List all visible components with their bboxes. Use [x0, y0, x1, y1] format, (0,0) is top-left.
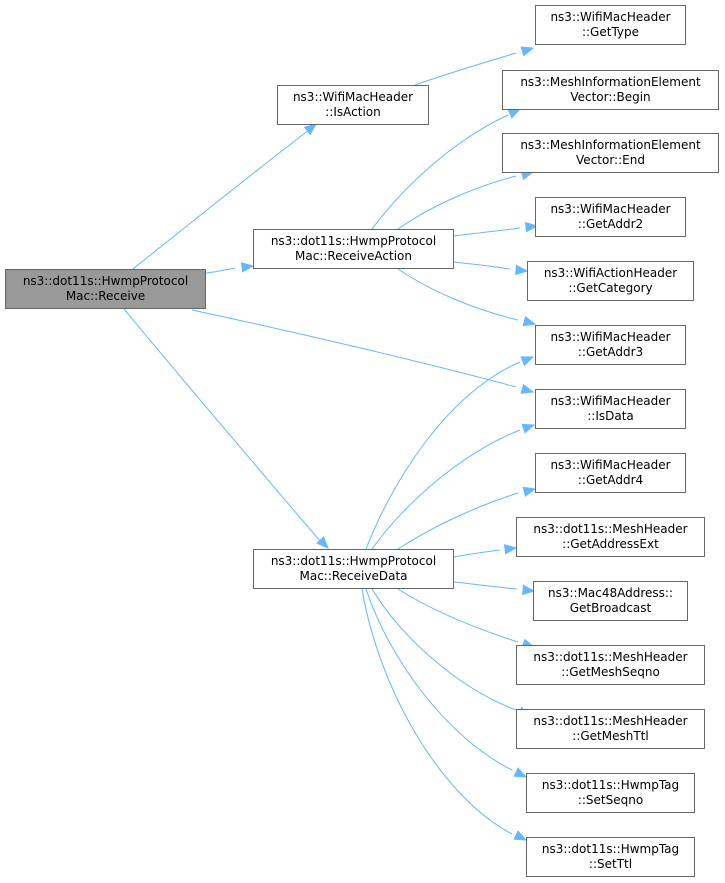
arrowhead	[316, 536, 329, 549]
node-end[interactable]: ns3::MeshInformationElement Vector::End	[502, 133, 719, 173]
edge-receiveaction-to-begin	[371, 108, 522, 230]
edge-receiveaction-to-getcategory	[453, 261, 529, 276]
node-setseqno-line1: ns3::dot11s::HwmpTag	[541, 778, 680, 792]
node-getcategory[interactable]: ns3::WifiActionHeader ::GetCategory	[527, 261, 694, 301]
node-getaddr2-line1: ns3::WifiMacHeader	[550, 202, 671, 216]
arrowhead	[503, 544, 518, 555]
edge-receivedata-to-getaddressext	[453, 544, 518, 558]
node-receivedata-line2: Mac::ReceiveData	[299, 569, 408, 583]
node-setttl[interactable]: ns3::dot11s::HwmpTag ::SetTtl	[526, 837, 695, 877]
node-getaddressext-line1: ns3::dot11s::MeshHeader	[533, 522, 688, 536]
node-setttl-line2: ::SetTtl	[588, 857, 633, 871]
arrowhead	[507, 108, 522, 119]
edge-receivedata-to-getmeshttl	[371, 588, 532, 717]
node-getaddr2-line2: ::GetAddr2	[577, 217, 644, 231]
arrowhead	[522, 316, 537, 327]
node-getaddr2[interactable]: ns3::WifiMacHeader ::GetAddr2	[535, 197, 686, 237]
node-receiveaction-line1: ns3::dot11s::HwmpProtocol	[270, 234, 437, 248]
edge-receivedata-to-setseqno	[365, 588, 528, 778]
edge-receiveaction-to-end	[397, 169, 535, 230]
node-getbroadcast-line2: GetBroadcast	[569, 601, 652, 615]
node-isdata[interactable]: ns3::WifiMacHeader ::IsData	[535, 389, 686, 429]
arrowhead	[520, 356, 535, 367]
arrowhead	[525, 221, 539, 233]
node-getaddr3[interactable]: ns3::WifiMacHeader ::GetAddr3	[535, 325, 686, 365]
node-isaction-line2: ::IsAction	[325, 105, 381, 119]
node-getaddressext[interactable]: ns3::dot11s::MeshHeader ::GetAddressExt	[516, 517, 705, 557]
edge-receivedata-to-getaddr4	[397, 486, 537, 550]
node-isdata-line1: ns3::WifiMacHeader	[550, 394, 671, 408]
arrowhead	[520, 46, 535, 57]
node-getaddr4[interactable]: ns3::WifiMacHeader ::GetAddr4	[535, 453, 686, 493]
node-gettype-line1: ns3::WifiMacHeader	[550, 10, 671, 24]
node-setttl-line1: ns3::dot11s::HwmpTag	[541, 842, 680, 856]
node-getbroadcast-line1: ns3::Mac48Address::	[547, 586, 674, 600]
node-end-line2: Vector::End	[576, 153, 645, 167]
edge-receive-to-isdata	[191, 309, 535, 394]
node-gettype[interactable]: ns3::WifiMacHeader ::GetType	[535, 5, 686, 45]
node-isdata-line2: ::IsData	[587, 409, 634, 423]
edge-isaction-to-gettype	[414, 46, 535, 86]
edge-receiveaction-to-getaddr3	[397, 268, 537, 327]
node-end-line1: ns3::MeshInformationElement	[520, 138, 701, 152]
node-getcategory-line2: ::GetCategory	[568, 281, 653, 295]
node-getaddr3-line1: ns3::WifiMacHeader	[550, 330, 671, 344]
edge-receivedata-to-isdata	[371, 423, 536, 550]
arrowhead	[522, 486, 537, 497]
node-setseqno-line2: ::SetSeqno	[577, 793, 644, 807]
node-gettype-line2: ::GetType	[581, 25, 640, 39]
node-getmeshttl-line1: ns3::dot11s::MeshHeader	[533, 714, 688, 728]
edge-receiveaction-to-getaddr2	[453, 221, 539, 237]
node-getaddr3-line2: ::GetAddr3	[577, 345, 644, 359]
node-receiveaction-line2: Mac::ReceiveAction	[295, 249, 412, 263]
arrowhead	[521, 423, 536, 434]
node-getaddr4-line2: ::GetAddr4	[577, 473, 644, 487]
node-getcategory-line1: ns3::WifiActionHeader	[543, 266, 678, 280]
node-begin[interactable]: ns3::MeshInformationElement Vector::Begi…	[502, 70, 719, 110]
node-getmeshseqno-line1: ns3::dot11s::MeshHeader	[533, 650, 688, 664]
node-receive: ns3::dot11s::HwmpProtocol Mac::Receive	[5, 269, 206, 309]
node-getmeshttl[interactable]: ns3::dot11s::MeshHeader ::GetMeshTtl	[516, 709, 705, 749]
node-setseqno[interactable]: ns3::dot11s::HwmpTag ::SetSeqno	[526, 773, 695, 813]
node-begin-line1: ns3::MeshInformationElement	[520, 75, 701, 89]
node-begin-line2: Vector::Begin	[570, 90, 651, 104]
node-isaction-line1: ns3::WifiMacHeader	[292, 90, 414, 104]
edge-receive-to-receiveaction	[205, 262, 255, 274]
edge-receive-to-isaction	[132, 123, 318, 270]
node-getaddr4-line1: ns3::WifiMacHeader	[550, 458, 671, 472]
edge-receivedata-to-getbroadcast	[453, 581, 536, 596]
node-getaddressext-line2: ::GetAddressExt	[562, 537, 659, 551]
edge-receivedata-to-setttl	[361, 588, 528, 841]
edge-receivedata-to-getmeshseqno	[397, 588, 536, 649]
arrowhead	[515, 264, 529, 276]
node-isaction[interactable]: ns3::WifiMacHeader ::IsAction	[277, 85, 429, 125]
node-receivedata-line1: ns3::dot11s::HwmpProtocol	[270, 554, 437, 568]
node-receive-line1: ns3::dot11s::HwmpProtocol	[22, 274, 189, 288]
node-getmeshseqno-line2: ::GetMeshSeqno	[561, 665, 660, 679]
arrowhead	[240, 262, 255, 273]
arrowhead	[303, 123, 318, 136]
arrowhead	[520, 383, 535, 394]
node-receivedata[interactable]: ns3::dot11s::HwmpProtocol Mac::ReceiveDa…	[253, 549, 454, 589]
arrowhead	[513, 830, 528, 841]
node-receiveaction[interactable]: ns3::dot11s::HwmpProtocol Mac::ReceiveAc…	[253, 229, 454, 269]
edge-receive-to-receivedata	[123, 308, 329, 549]
arrowhead	[522, 584, 536, 596]
node-getbroadcast[interactable]: ns3::Mac48Address:: GetBroadcast	[533, 581, 688, 621]
arrowhead	[513, 767, 528, 778]
edge-receivedata-to-getaddr3	[365, 356, 535, 550]
node-receive-line2: Mac::Receive	[65, 289, 146, 303]
node-getmeshseqno[interactable]: ns3::dot11s::MeshHeader ::GetMeshSeqno	[516, 645, 705, 685]
node-getmeshttl-line2: ::GetMeshTtl	[572, 729, 649, 743]
